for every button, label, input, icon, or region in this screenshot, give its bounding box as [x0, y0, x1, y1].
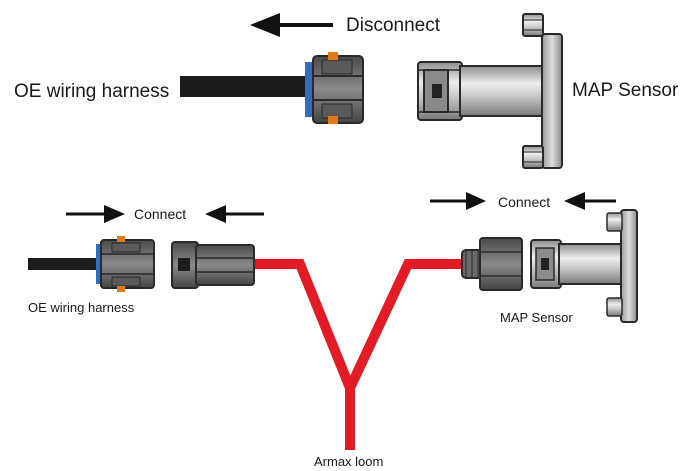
arrow-left-icon — [564, 192, 585, 210]
orange-latch — [328, 52, 338, 60]
top-harness-connector — [305, 52, 364, 124]
bottom-harness-connector — [96, 236, 155, 292]
arrow-right-icon — [466, 192, 486, 210]
left-connect-label: Connect — [134, 206, 186, 222]
top-harness-cable — [180, 76, 308, 97]
loom-right-connector — [461, 237, 523, 291]
orange-latch — [328, 116, 338, 124]
right-connect-arrows — [430, 192, 616, 210]
top-map-sensor — [417, 13, 563, 169]
right-connect-label: Connect — [498, 194, 550, 210]
armax-loom — [254, 259, 464, 450]
blue-seal — [96, 244, 102, 284]
orange-latch — [117, 236, 125, 242]
armax-loom-label: Armax loom — [314, 454, 383, 469]
arrow-left-icon — [250, 13, 280, 37]
arrow-left-icon — [205, 205, 226, 223]
disconnect-arrow — [250, 13, 333, 37]
disconnect-label: Disconnect — [346, 15, 441, 36]
arrow-right-icon — [104, 205, 125, 223]
orange-latch — [117, 286, 125, 292]
bottom-map-sensor — [530, 209, 638, 323]
bottom-map-sensor-label: MAP Sensor — [500, 310, 573, 325]
bottom-harness-cable — [28, 258, 98, 270]
bottom-harness-label: OE wiring harness — [28, 300, 135, 315]
blue-seal — [305, 62, 314, 117]
left-connect-arrows — [66, 205, 264, 223]
top-harness-label: OE wiring harness — [14, 81, 169, 102]
loom-left-connector — [171, 241, 255, 289]
top-map-sensor-label: MAP Sensor — [572, 80, 679, 101]
